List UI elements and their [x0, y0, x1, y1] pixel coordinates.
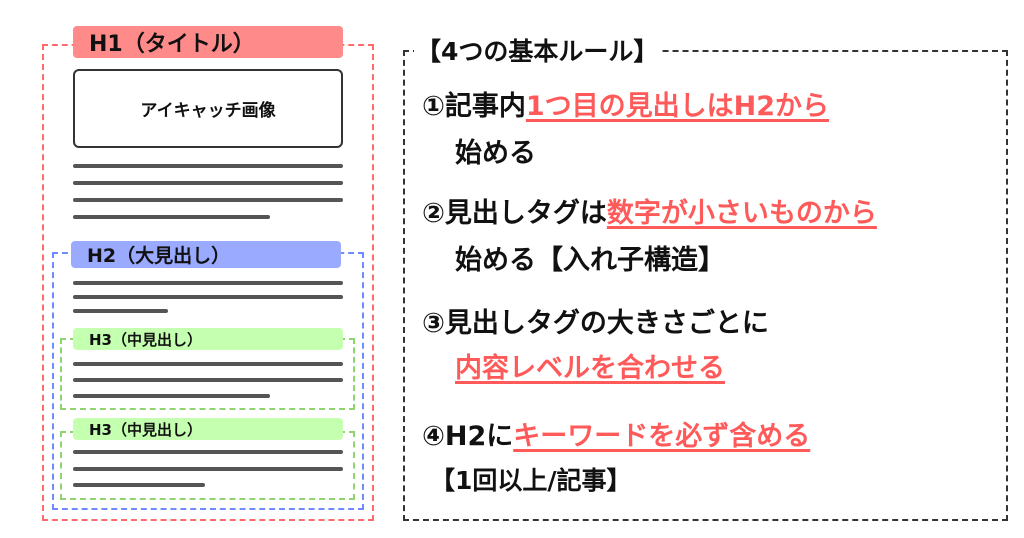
text-line	[73, 483, 205, 487]
text-line	[73, 450, 343, 454]
h3-section-box	[60, 431, 355, 500]
rule-1: ①記事内1つ目の見出しはH2から	[422, 84, 829, 123]
text-line	[73, 362, 343, 366]
rule-3: ③見出しタグの大きさごとに	[422, 301, 769, 340]
text-line	[73, 295, 343, 299]
rule-1-prefix: ①記事内	[422, 91, 526, 122]
text-line	[73, 467, 343, 471]
h3-label: H3（中見出し）	[73, 418, 343, 440]
rule-2-prefix: ②見出しタグは	[422, 198, 607, 229]
rule-4: ④H2にキーワードを必ず含める	[422, 414, 810, 453]
rule-1-cont: 始める	[455, 138, 536, 169]
rule-2-highlight: 数字が小さいものから	[606, 198, 877, 229]
h2-label: H2（大見出し）	[71, 241, 341, 268]
text-line	[73, 309, 168, 313]
text-line	[73, 215, 270, 219]
h3-label: H3（中見出し）	[73, 328, 343, 350]
rule-4-cont: 【1回以上/記事】	[430, 466, 632, 495]
rule-2: ②見出しタグは数字が小さいものから	[422, 191, 877, 230]
eyecatch-label: アイキャッチ画像	[140, 101, 276, 121]
rule-3-cont: 内容レベルを合わせる	[455, 346, 725, 385]
text-line	[73, 181, 343, 185]
text-line	[73, 164, 343, 168]
rule-2-cont: 始める【入れ子構造】	[455, 245, 725, 276]
rules-box	[403, 50, 1008, 521]
rule-1-highlight: 1つ目の見出しはH2から	[525, 91, 830, 122]
h1-label: H1（タイトル）	[73, 26, 343, 58]
text-line	[73, 198, 343, 202]
rule-3-prefix: ③見出しタグの大きさごとに	[422, 308, 769, 339]
rule-4-highlight: キーワードを必ず含める	[513, 421, 811, 452]
rules-title: 【4つの基本ルール】	[414, 32, 661, 68]
text-line	[73, 378, 343, 382]
rule-4-prefix: ④H2に	[422, 421, 514, 452]
eyecatch-image-box: アイキャッチ画像	[73, 69, 343, 148]
rule-3-highlight: 内容レベルを合わせる	[455, 353, 725, 384]
text-line	[73, 281, 343, 285]
text-line	[73, 394, 270, 398]
